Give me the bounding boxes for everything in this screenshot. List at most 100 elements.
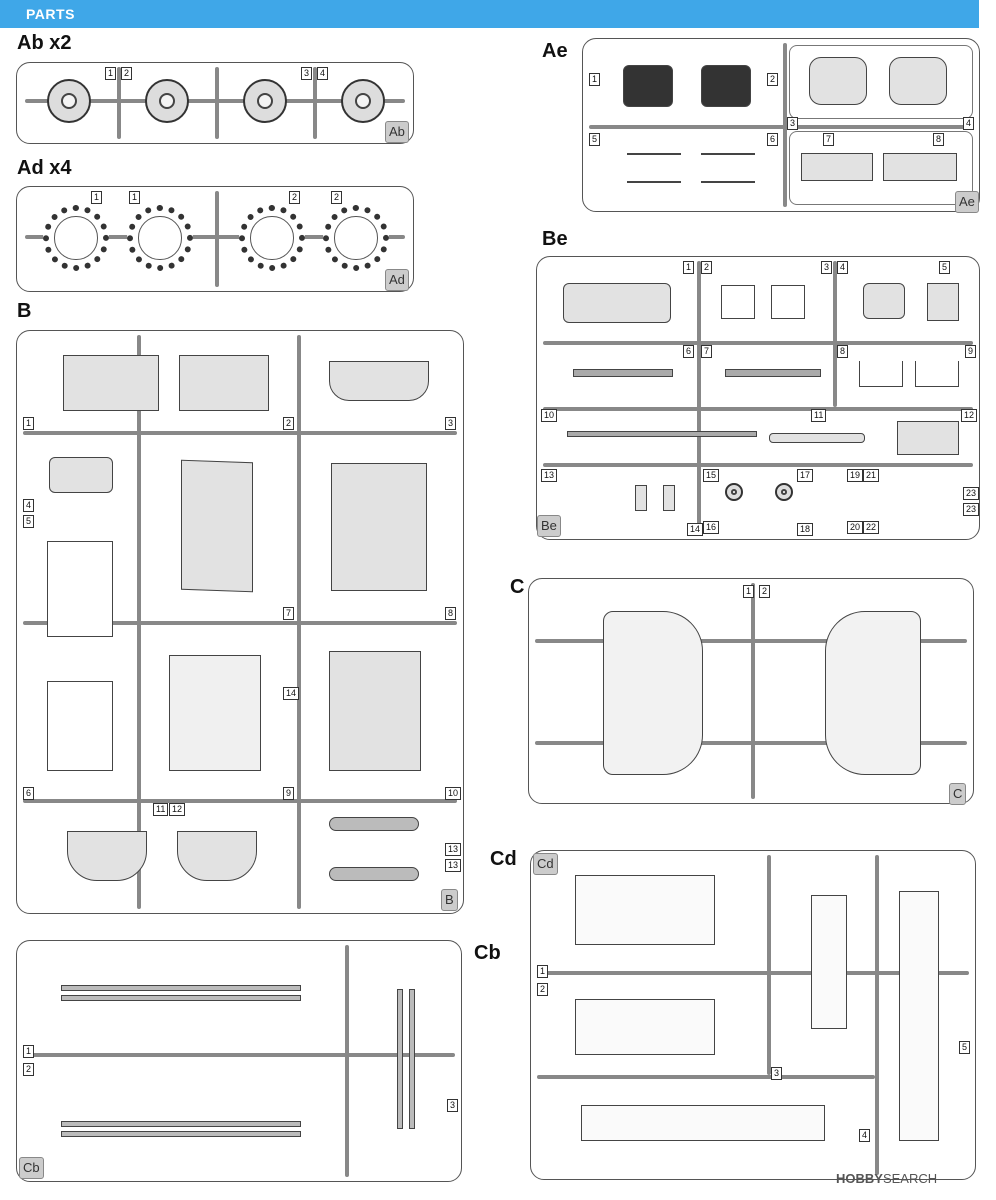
part-be12-panel xyxy=(897,421,959,455)
part-b7-door xyxy=(181,459,253,593)
part-number: 10 xyxy=(445,787,462,800)
part-number: 3 xyxy=(447,1099,459,1112)
part-b9-cab xyxy=(169,655,261,771)
part-b12-fender xyxy=(177,831,257,881)
part-be11-bumper xyxy=(769,433,865,443)
part-number: 1 xyxy=(683,261,695,274)
part-ae7-plate xyxy=(801,153,873,181)
part-cd4-board xyxy=(581,1105,825,1141)
part-number: 23 xyxy=(963,487,980,500)
part-number: 3 xyxy=(445,417,457,430)
part-number: 3 xyxy=(787,117,799,130)
sprue-b-frame: 1 2 3 4 5 7 8 14 6 9 10 11 12 13 13 B xyxy=(16,330,464,914)
sprue-ab-title: Ab x2 xyxy=(17,32,72,54)
part-number: 1 xyxy=(129,191,141,204)
part-number: 4 xyxy=(963,117,975,130)
part-number: 10 xyxy=(541,409,558,422)
part-number: 15 xyxy=(703,469,720,482)
part-number: 8 xyxy=(445,607,457,620)
sprue-cd-frame: 1 2 3 4 5 Cd xyxy=(530,850,976,1180)
sprue-ad-badge: Ad xyxy=(385,269,409,291)
sprue-ad-title: Ad x4 xyxy=(17,157,72,179)
tire-part-1b xyxy=(127,205,193,271)
part-c1-canvas-top xyxy=(603,611,703,775)
sprue-c-badge: C xyxy=(949,783,967,805)
part-be14-plate-2 xyxy=(663,485,675,511)
sprue-c-title: C xyxy=(510,576,525,598)
part-cb3-strut-2 xyxy=(409,989,415,1129)
part-cb2-bow xyxy=(61,1121,301,1127)
part-number: 5 xyxy=(23,515,35,528)
part-number: 4 xyxy=(859,1129,871,1142)
hobbysearch-watermark: HOBBYSEARCH xyxy=(836,1171,937,1186)
part-number: 2 xyxy=(331,191,343,204)
part-be1-window xyxy=(563,283,671,323)
part-number: 6 xyxy=(683,345,695,358)
sprue-ae-grille-area xyxy=(789,45,973,119)
part-ae4-grille xyxy=(889,57,947,105)
part-cb3-strut xyxy=(397,989,403,1129)
part-number: 1 xyxy=(23,1045,35,1058)
part-ae5-bracket xyxy=(627,153,681,183)
part-cd1-side-rack xyxy=(575,875,715,945)
part-be8-bracket xyxy=(859,361,903,387)
part-number: 5 xyxy=(959,1041,971,1054)
part-number: 2 xyxy=(289,191,301,204)
part-number: 13 xyxy=(541,469,558,482)
part-be4-glass xyxy=(863,283,905,319)
sprue-ae-title: Ae xyxy=(542,40,568,62)
part-cd2-side-rack xyxy=(575,999,715,1055)
part-be7-axle xyxy=(725,369,821,377)
sprue-be-frame: 1 2 3 4 5 6 7 8 9 10 11 12 13 14 15 16 1… xyxy=(536,256,980,540)
sprue-cb-title: Cb xyxy=(474,942,501,964)
sprue-b-title: B xyxy=(17,300,32,322)
part-number: 2 xyxy=(23,1063,35,1076)
sprue-ab-frame: 1 2 3 4 Ab xyxy=(16,62,414,144)
part-number: 14 xyxy=(687,523,704,536)
part-b6-frame xyxy=(47,681,113,771)
part-be5-glass xyxy=(927,283,959,321)
sprue-c-frame: 1 2 C xyxy=(528,578,974,805)
part-b10-firewall xyxy=(329,651,421,771)
part-number: 9 xyxy=(965,345,977,358)
part-number: 14 xyxy=(283,687,300,700)
part-b3-dashboard xyxy=(329,361,429,401)
part-number: 7 xyxy=(701,345,713,358)
sprue-ab-badge: Ab xyxy=(385,121,409,143)
part-c2-canvas-top xyxy=(825,611,921,775)
part-number: 22 xyxy=(863,521,880,534)
wheel-part-3 xyxy=(243,79,287,123)
part-number: 1 xyxy=(589,73,601,86)
part-number: 1 xyxy=(743,585,755,598)
sprue-be-badge: Be xyxy=(537,515,561,537)
sprue-ae-badge: Ae xyxy=(955,191,979,213)
part-b13-spring-2 xyxy=(329,867,419,881)
part-number: 3 xyxy=(301,67,313,80)
part-number: 7 xyxy=(823,133,835,146)
part-number: 1 xyxy=(91,191,103,204)
part-number: 6 xyxy=(767,133,779,146)
part-b13-spring xyxy=(329,817,419,831)
part-number: 4 xyxy=(23,499,35,512)
part-b2-panel xyxy=(179,355,269,411)
part-number: 11 xyxy=(811,409,827,422)
part-number: 12 xyxy=(169,803,186,816)
part-number: 23 xyxy=(963,503,980,516)
part-cb1-bow-2 xyxy=(61,995,301,1001)
part-number: 2 xyxy=(283,417,295,430)
watermark-suffix: SEARCH xyxy=(882,1171,938,1186)
part-be9-bracket xyxy=(915,361,959,387)
part-ae1-radiator xyxy=(623,65,673,107)
part-number: 13 xyxy=(445,859,462,872)
part-number: 21 xyxy=(863,469,880,482)
part-number: 2 xyxy=(767,73,779,86)
part-b4-window xyxy=(49,457,113,493)
part-cb1-bow xyxy=(61,985,301,991)
part-number: 2 xyxy=(701,261,713,274)
wheel-part-4 xyxy=(341,79,385,123)
part-number: 8 xyxy=(837,345,849,358)
part-be3-frame xyxy=(771,285,805,319)
wheel-part-2 xyxy=(145,79,189,123)
wheel-part-1 xyxy=(47,79,91,123)
part-number: 19 xyxy=(847,469,864,482)
